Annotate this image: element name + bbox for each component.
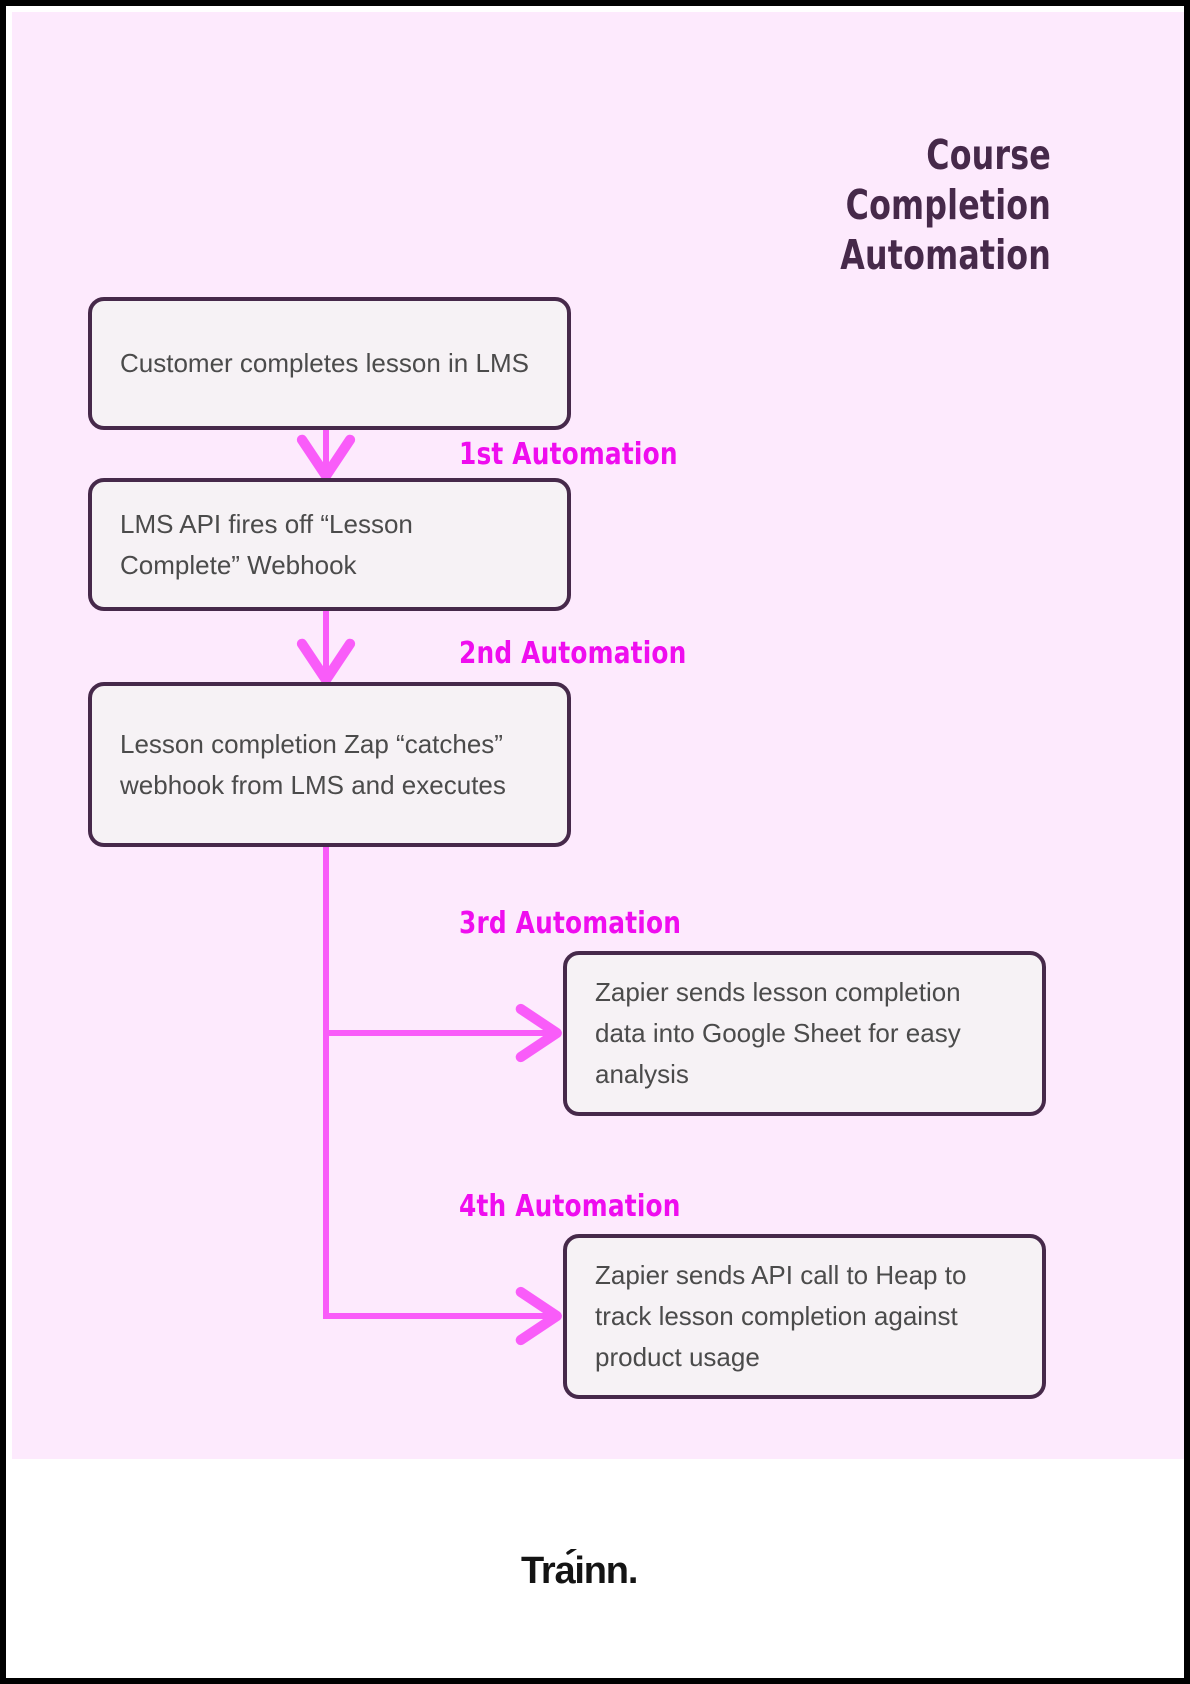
trainn-logo: Trainn. <box>521 1548 638 1592</box>
flow-node-text: Zapier sends lesson completion data into… <box>595 977 961 1089</box>
flow-node-zapier-heap-api[interactable]: Zapier sends API call to Heap to track l… <box>563 1234 1046 1399</box>
flow-node-customer-completes-lesson[interactable]: Customer completes lesson in LMS <box>88 297 571 430</box>
flow-node-zapier-google-sheet[interactable]: Zapier sends lesson completion data into… <box>563 951 1046 1116</box>
flow-node-text: Zapier sends API call to Heap to track l… <box>595 1260 967 1372</box>
flow-node-lms-api-webhook[interactable]: LMS API fires off “Lesson Complete” Webh… <box>88 478 571 611</box>
flow-node-text: Customer completes lesson in LMS <box>120 348 529 378</box>
flow-node-zap-catches-webhook[interactable]: Lesson completion Zap “catches” webhook … <box>88 682 571 847</box>
trainn-logo-accent <box>566 1548 578 1555</box>
diagram-canvas: Course Completion Automation <box>12 12 1184 1678</box>
page-title-line-1: Course <box>926 131 1051 179</box>
flow-node-text: LMS API fires off “Lesson Complete” Webh… <box>120 508 413 580</box>
footer-bar: Trainn. <box>12 1459 1184 1678</box>
page-title-line-3: Automation <box>840 231 1051 279</box>
flow-node-text: Lesson completion Zap “catches” webhook … <box>120 728 506 800</box>
automation-label-2: 2nd Automation <box>459 636 687 671</box>
page-title-line-2: Completion <box>845 181 1051 229</box>
diagram-stage: Course Completion Automation <box>12 12 1184 1459</box>
automation-label-4: 4th Automation <box>459 1189 681 1224</box>
svg-text:Trainn.: Trainn. <box>521 1550 637 1592</box>
automation-label-3: 3rd Automation <box>459 906 682 941</box>
page-title: Course Completion Automation <box>604 130 1051 280</box>
automation-label-1: 1st Automation <box>459 437 678 472</box>
